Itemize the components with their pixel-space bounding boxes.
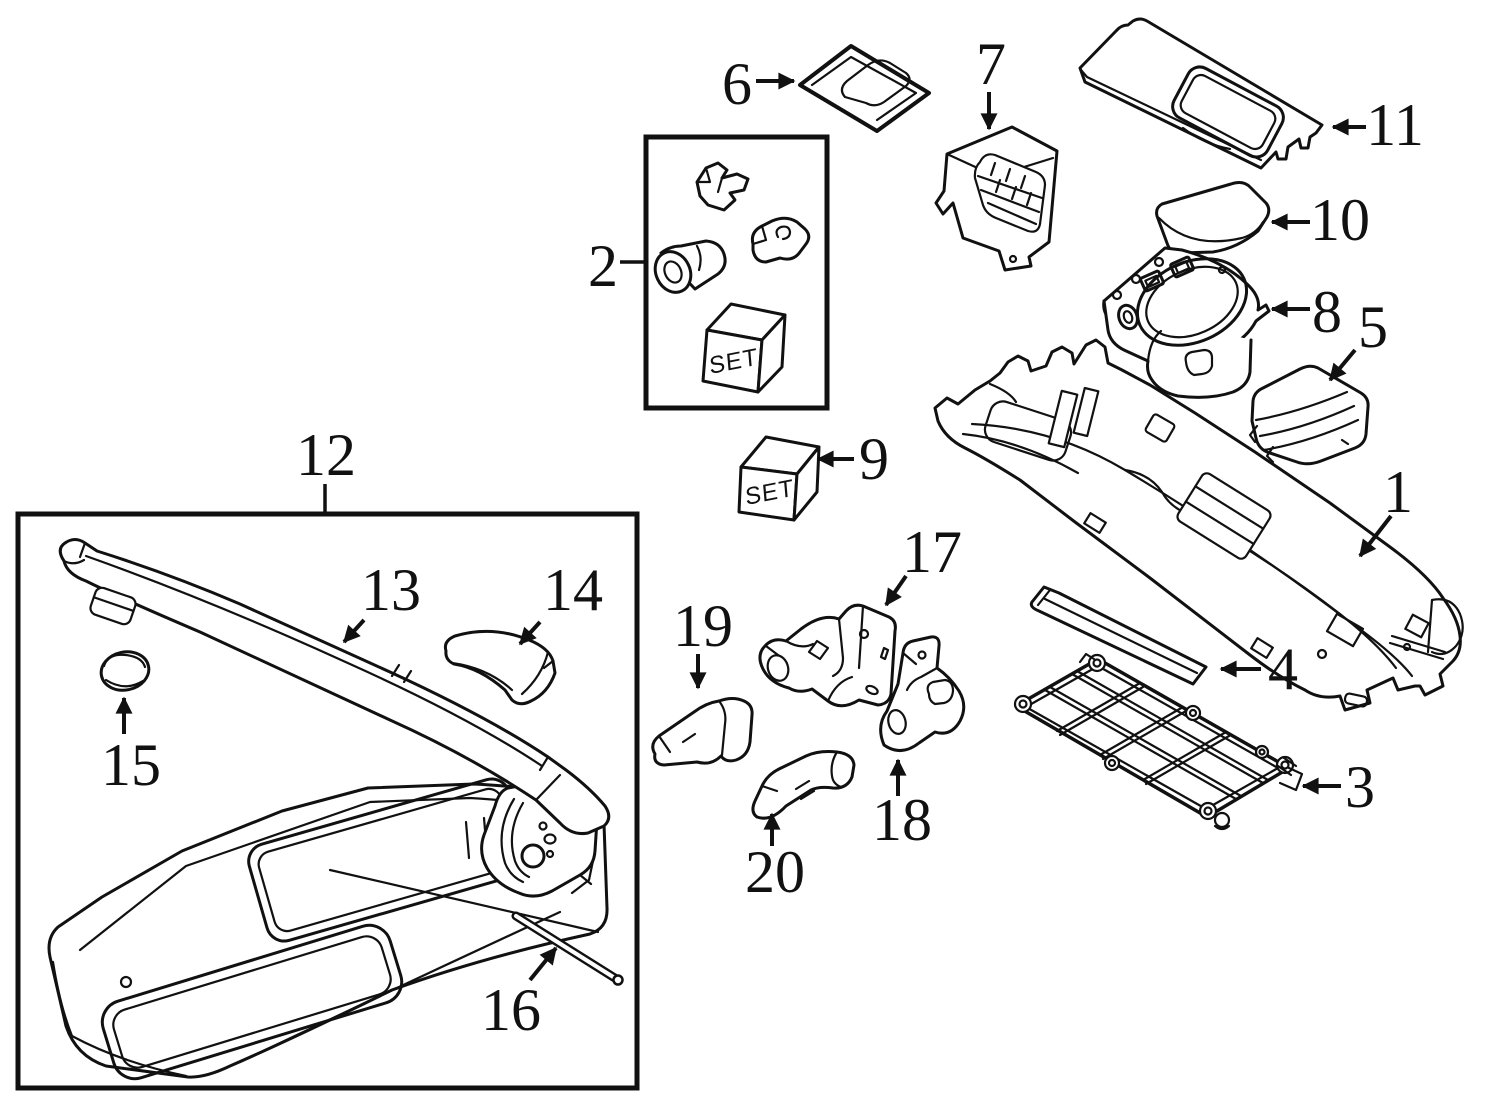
part-7-air-vent [934,125,1059,272]
callout-17-arrow [884,574,908,607]
part-8-cup-holder [1102,246,1271,399]
part-14-hinge-cover [443,629,557,706]
callout-13-arrow [342,618,366,644]
callout-14[interactable]: 14 [543,557,603,623]
callout-16-arrow [528,946,558,982]
part-16-hinge-pin [511,911,624,986]
callout-arrows [115,72,1393,982]
part-3-mounting-frame [1013,652,1304,831]
part-4-trim-strip [1029,585,1208,686]
callout-13[interactable]: 13 [361,557,421,623]
armrest-box-frame [15,511,640,1091]
part-1-console-body [933,338,1464,712]
part-12-armrest-assembly [15,511,640,1091]
part-15-bumper-knob [99,650,151,692]
part-20-duct [751,750,856,820]
callout-4[interactable]: 4 [1268,636,1298,702]
callout-2[interactable]: 2 [588,233,618,299]
callout-18[interactable]: 18 [872,787,932,853]
callout-labels: 1 2 3 4 5 6 7 8 9 10 11 12 13 14 15 16 1… [101,31,1424,1043]
callout-14-arrow [518,620,542,646]
part-5-end-cover [1248,364,1370,466]
callout-19[interactable]: 19 [673,593,733,659]
part-13-armrest-lid [58,538,611,835]
callout-5[interactable]: 5 [1358,294,1388,360]
callout-9[interactable]: 9 [859,426,889,492]
frame-bosses [1013,653,1295,821]
armrest-base [47,777,609,1081]
callout-1-arrow [1358,514,1393,558]
part-10-small-lid [1155,181,1271,255]
callout-1[interactable]: 1 [1383,459,1413,525]
callout-3[interactable]: 3 [1345,754,1375,820]
part-17-bracket [758,603,897,708]
callout-16[interactable]: 16 [481,977,541,1043]
callout-15[interactable]: 15 [101,732,161,798]
callout-20[interactable]: 20 [745,839,805,905]
part-19-duct [651,697,754,767]
part-18-bracket [879,635,966,752]
callout-5-arrow [1328,348,1357,382]
callout-10[interactable]: 10 [1310,187,1370,253]
callout-11[interactable]: 11 [1366,92,1424,158]
callout-7[interactable]: 7 [976,31,1006,97]
part-6-decal [798,44,931,133]
callout-12[interactable]: 12 [296,422,356,488]
callout-6[interactable]: 6 [722,51,752,117]
part-2-hardware-kit-box: SET [643,134,830,411]
clip-b [750,216,811,264]
callout-8[interactable]: 8 [1312,279,1342,345]
callout-17[interactable]: 17 [902,519,962,585]
set-kit-box-small: SET [701,302,787,394]
kit-box-frame [643,134,830,411]
clip-a [695,161,750,212]
part-9-set-kit-box: SET [737,435,821,522]
socket-bushing [653,239,727,294]
part-11-upper-trim-panel [1078,17,1324,170]
